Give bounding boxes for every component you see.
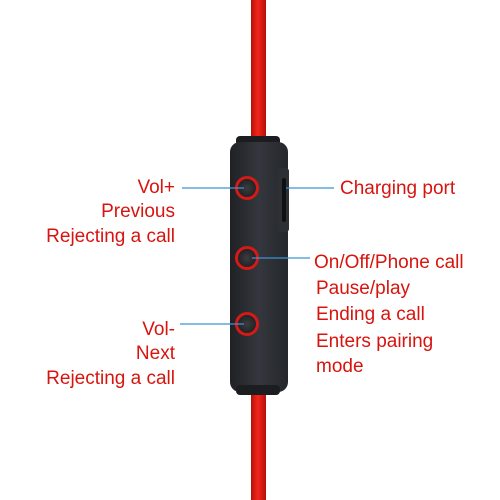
vol-minus-next-label: Next xyxy=(135,343,175,364)
multifunction-pairing-mode-label: mode xyxy=(316,356,364,377)
charging-port-label: Charging port xyxy=(340,178,456,199)
multifunction-pauseplay-label: Pause/play xyxy=(316,278,411,299)
multifunction-onoff-label: On/Off/Phone call xyxy=(314,252,464,273)
vol-minus-reject-call-label: Rejecting a call xyxy=(46,368,175,389)
cable-top xyxy=(251,0,266,140)
vol-plus-label: Vol+ xyxy=(137,177,175,198)
cable-bottom xyxy=(251,388,266,500)
vol-plus-reject-call-label: Rejecting a call xyxy=(46,226,175,247)
multifunction-pairing-label: Enters pairing xyxy=(316,331,434,352)
vol-plus-previous-label: Previous xyxy=(101,201,175,222)
multifunction-end-call-label: Ending a call xyxy=(316,304,425,325)
charging-port-slot xyxy=(282,178,286,222)
vol-minus-label: Vol- xyxy=(142,319,175,340)
